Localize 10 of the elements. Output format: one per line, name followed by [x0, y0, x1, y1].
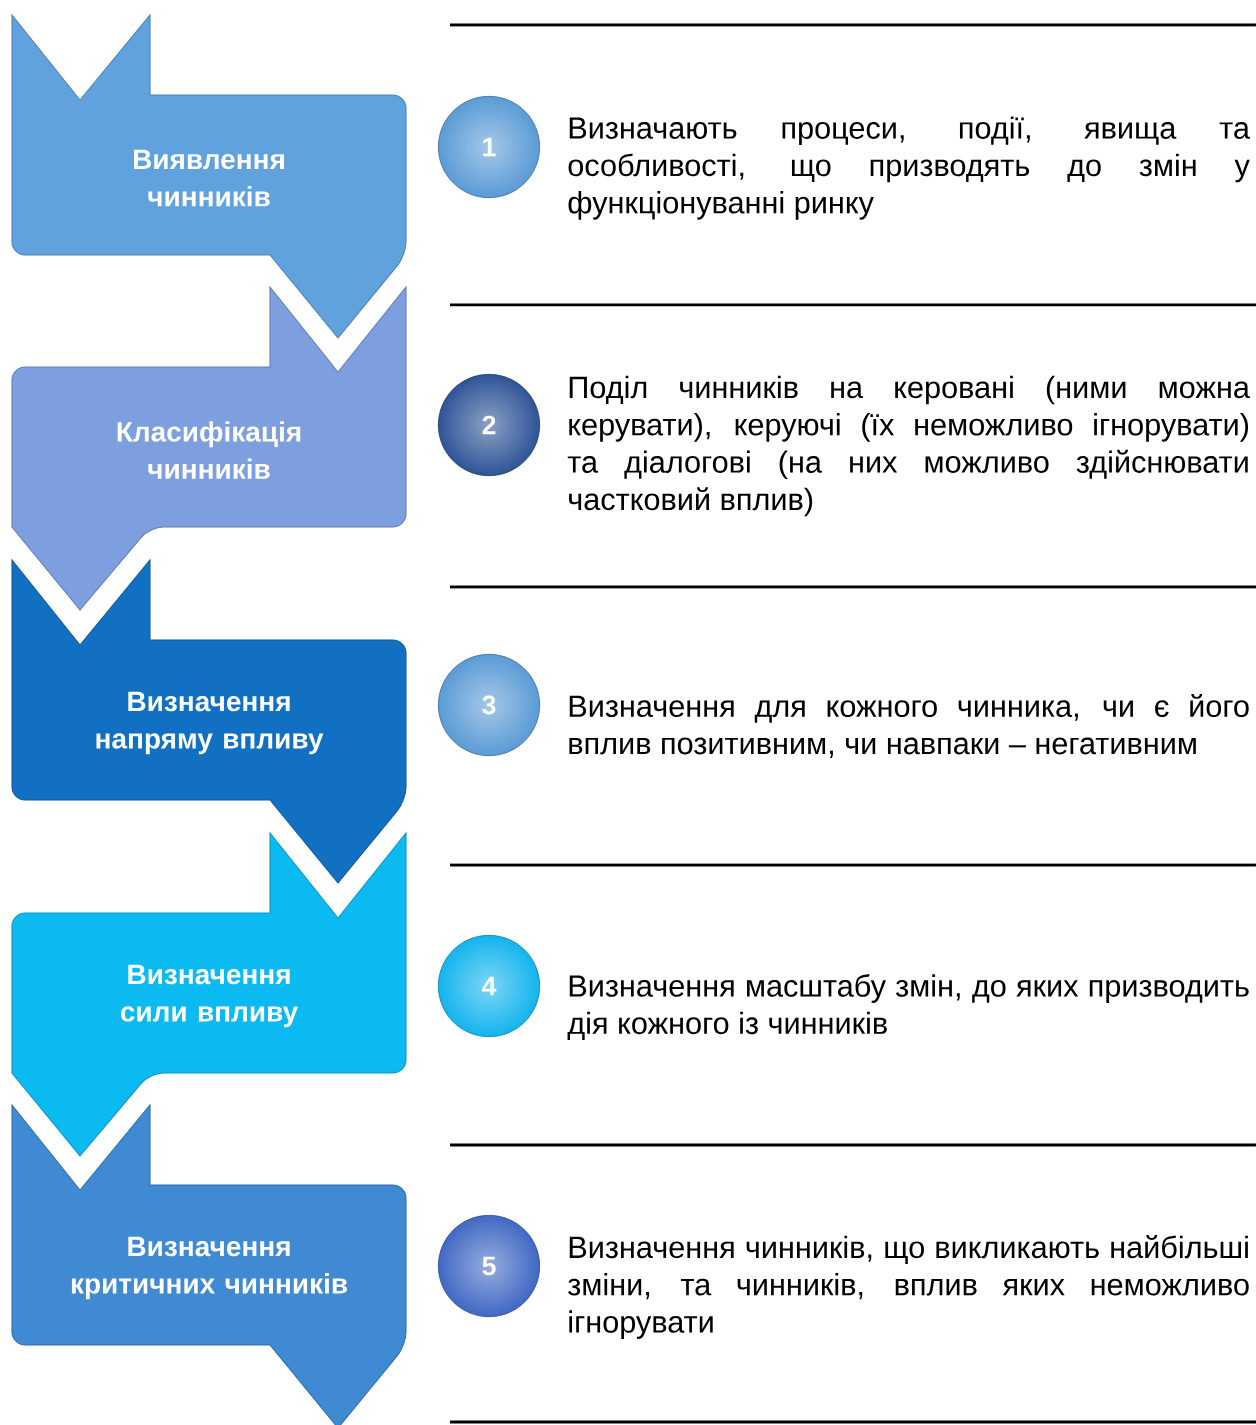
description-text: Визначають процеси, події, явища та особливості, що призводять до змін у функціонуванні ринку: [568, 116, 1250, 220]
step-banner: Виявлення чинників: [11, 14, 407, 339]
step-banner: Класифікація чинників: [11, 286, 407, 611]
description-text: Визначення для кожного чинника, чи є його вплив позитивним, чи навпаки – негативним: [569, 694, 1249, 759]
step-banner: Визначення сили впливу: [11, 832, 407, 1157]
step-banner: Визначення напряму впливу: [11, 559, 407, 884]
description-text: Визначення масштабу змін, до яких призводить дія кожного із чинників: [567, 974, 1249, 1040]
step-banner: Визначення критичних чинників: [11, 1104, 407, 1425]
description-text: Визначення чинників, що викликають найбільші зміни, та чинників, вплив яких неможливо ігнорувати: [568, 1235, 1249, 1339]
description-text: Поділ чинників на керовані (ними можна керувати), керуючі (їх неможливо ігнорувати) та діалогові (на них можливо здійснювати частковий вплив): [567, 375, 1250, 517]
